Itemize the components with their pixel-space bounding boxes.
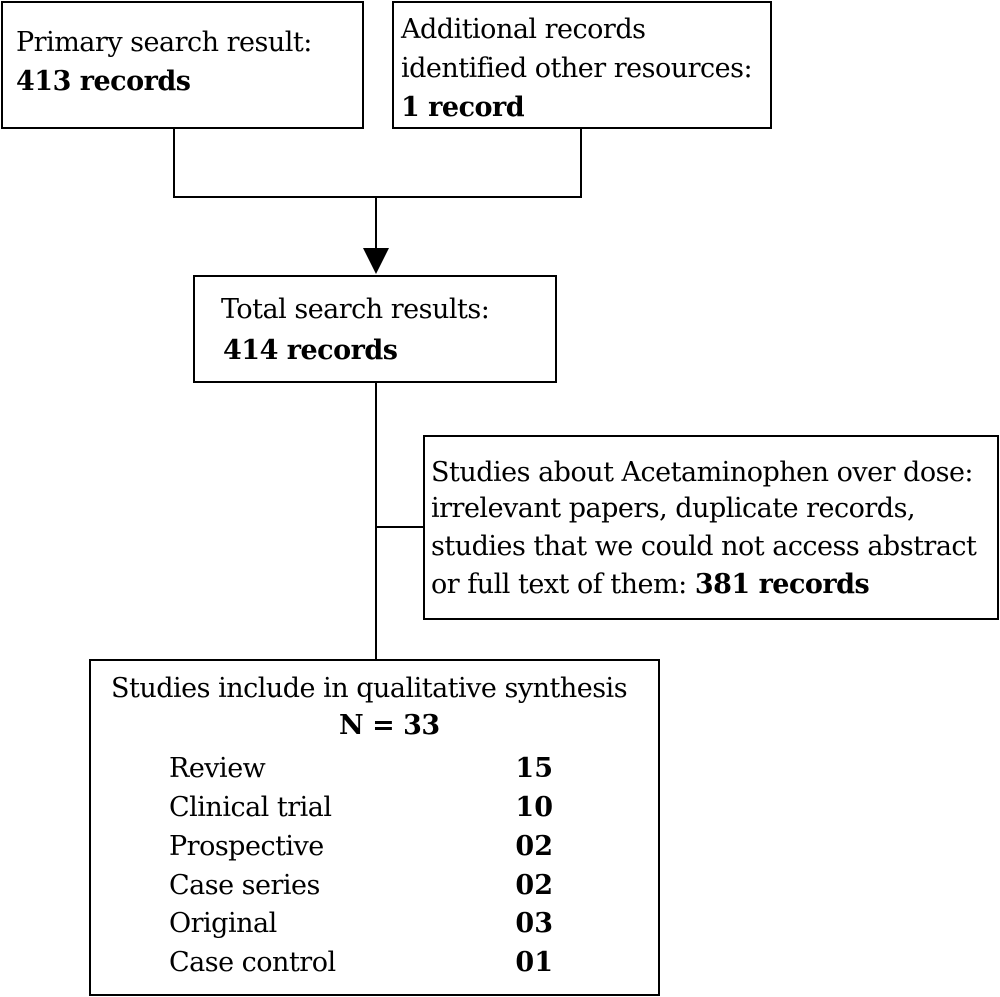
- total-results-count: 414 records: [223, 335, 398, 366]
- primary-search-label: Primary search result:: [16, 27, 312, 58]
- connector-merge-down: [375, 196, 377, 248]
- included-studies-box: Studies include in qualitative synthesis…: [89, 659, 660, 996]
- excluded-studies-reason: or full text of them:: [431, 569, 687, 600]
- category-count-review: 15: [515, 753, 553, 784]
- category-count-original: 03: [515, 908, 553, 939]
- arrow-down-icon: [363, 248, 389, 274]
- connector-additional-down: [580, 128, 582, 198]
- excluded-studies-line4: or full text of them: 381 records: [431, 565, 870, 604]
- additional-records-label-line1: Additional records: [401, 14, 646, 45]
- primary-search-box: Primary search result: 413 records: [1, 1, 364, 129]
- category-label-clinical-trial: Clinical trial: [169, 792, 332, 823]
- additional-records-count: 1 record: [401, 92, 525, 123]
- additional-records-box: Additional records identified other reso…: [392, 1, 772, 129]
- category-label-case-series: Case series: [169, 870, 320, 901]
- excluded-studies-line2: irrelevant papers, duplicate records,: [431, 493, 916, 524]
- connector-total-down: [375, 382, 377, 660]
- primary-search-count: 413 records: [16, 66, 191, 97]
- category-label-case-control: Case control: [169, 947, 336, 978]
- excluded-studies-line1: Studies about Acetaminophen over dose:: [431, 457, 974, 488]
- connector-primary-down: [173, 128, 175, 198]
- additional-records-label-line2: identified other resources:: [401, 53, 753, 84]
- category-label-review: Review: [169, 753, 266, 784]
- included-studies-title: Studies include in qualitative synthesis: [111, 673, 628, 704]
- category-count-prospective: 02: [515, 831, 553, 862]
- category-count-clinical-trial: 10: [515, 792, 553, 823]
- total-results-label: Total search results:: [221, 294, 490, 325]
- connector-exclusion-branch: [375, 526, 424, 528]
- excluded-studies-count: 381 records: [694, 569, 870, 600]
- category-label-prospective: Prospective: [169, 831, 324, 862]
- total-results-box: Total search results: 414 records: [193, 275, 557, 383]
- excluded-studies-box: Studies about Acetaminophen over dose: i…: [423, 435, 999, 620]
- excluded-studies-line3: studies that we could not access abstrac…: [431, 531, 977, 562]
- category-label-original: Original: [169, 908, 277, 939]
- category-count-case-control: 01: [515, 947, 553, 978]
- category-count-case-series: 02: [515, 870, 553, 901]
- connector-merge-horizontal: [173, 196, 582, 198]
- included-studies-n: N = 33: [339, 710, 440, 741]
